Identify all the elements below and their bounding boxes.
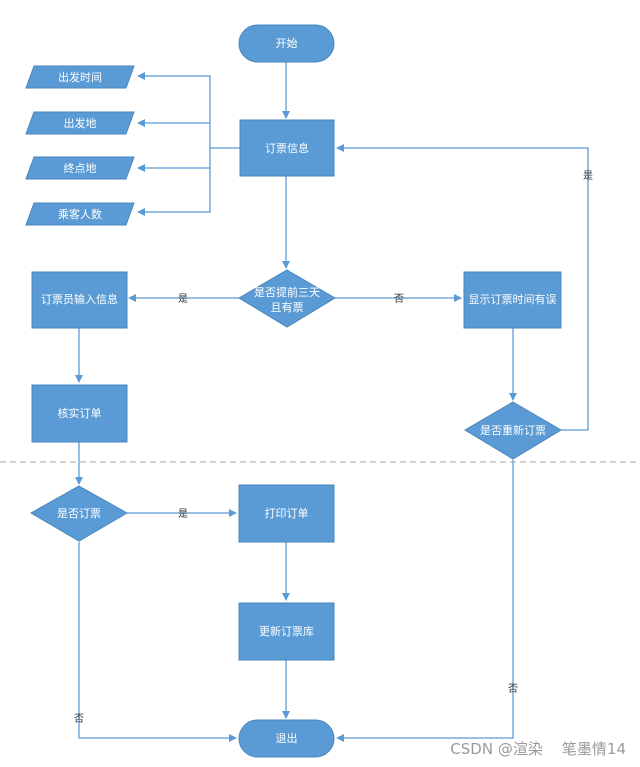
connectors	[75, 62, 589, 742]
node-show-error-label: 显示订票时间有误	[469, 292, 557, 306]
edge-label-no-right: 否	[394, 293, 404, 305]
edge-info-to-depart-time	[137, 72, 240, 149]
node-update-db-label: 更新订票库	[259, 624, 314, 638]
node-destination: 终点地	[25, 156, 135, 180]
node-print-order: 打印订单	[238, 484, 335, 543]
node-ticket-info-label: 订票信息	[265, 141, 309, 155]
edge-label-yes-print: 是	[178, 508, 188, 520]
edge-rebook-no	[336, 460, 514, 742]
node-exit: 退出	[238, 719, 335, 758]
node-depart-place-label: 出发地	[64, 116, 97, 130]
edge-book-no	[78, 542, 237, 742]
edge-info-to-passengers	[137, 148, 211, 216]
node-clerk-input-label: 订票员输入信息	[41, 292, 118, 306]
node-passengers: 乘客人数	[25, 202, 135, 226]
node-ticket-info: 订票信息	[239, 119, 335, 177]
node-decision-3days: 是否提前三天 且有票	[238, 269, 336, 328]
node-print-order-label: 打印订单	[265, 506, 309, 520]
node-rebook-decision: 是否重新订票	[464, 401, 562, 460]
node-start: 开始	[238, 24, 335, 63]
edge-label-no-exit-left: 否	[74, 713, 84, 725]
node-show-error: 显示订票时间有误	[463, 271, 562, 329]
edge-label-yes-rebook: 是	[583, 170, 593, 182]
edge-rebook-yes	[336, 144, 589, 431]
node-start-label: 开始	[276, 36, 298, 50]
node-depart-place: 出发地	[25, 111, 135, 135]
node-decision-3days-line1: 是否提前三天	[254, 285, 320, 299]
node-exit-label: 退出	[276, 731, 298, 745]
edge-label-no-exit-right: 否	[508, 683, 518, 695]
node-book-decision-label: 是否订票	[57, 507, 101, 520]
node-rebook-decision-label: 是否重新订票	[480, 423, 546, 437]
node-update-db: 更新订票库	[238, 602, 335, 661]
node-verify-order-label: 核实订单	[58, 406, 102, 420]
node-decision-3days-line2: 且有票	[271, 300, 304, 314]
node-clerk-input: 订票员输入信息	[31, 271, 128, 329]
watermark: CSDN @渲染 笔墨情14	[450, 740, 626, 758]
node-depart-time-label: 出发时间	[58, 70, 102, 84]
node-book-decision: 是否订票	[29, 485, 129, 542]
edge-label-yes-left: 是	[178, 293, 188, 305]
node-depart-time: 出发时间	[25, 65, 135, 89]
node-verify-order: 核实订单	[31, 384, 128, 443]
node-destination-label: 终点地	[64, 161, 97, 175]
node-passengers-label: 乘客人数	[58, 207, 102, 221]
